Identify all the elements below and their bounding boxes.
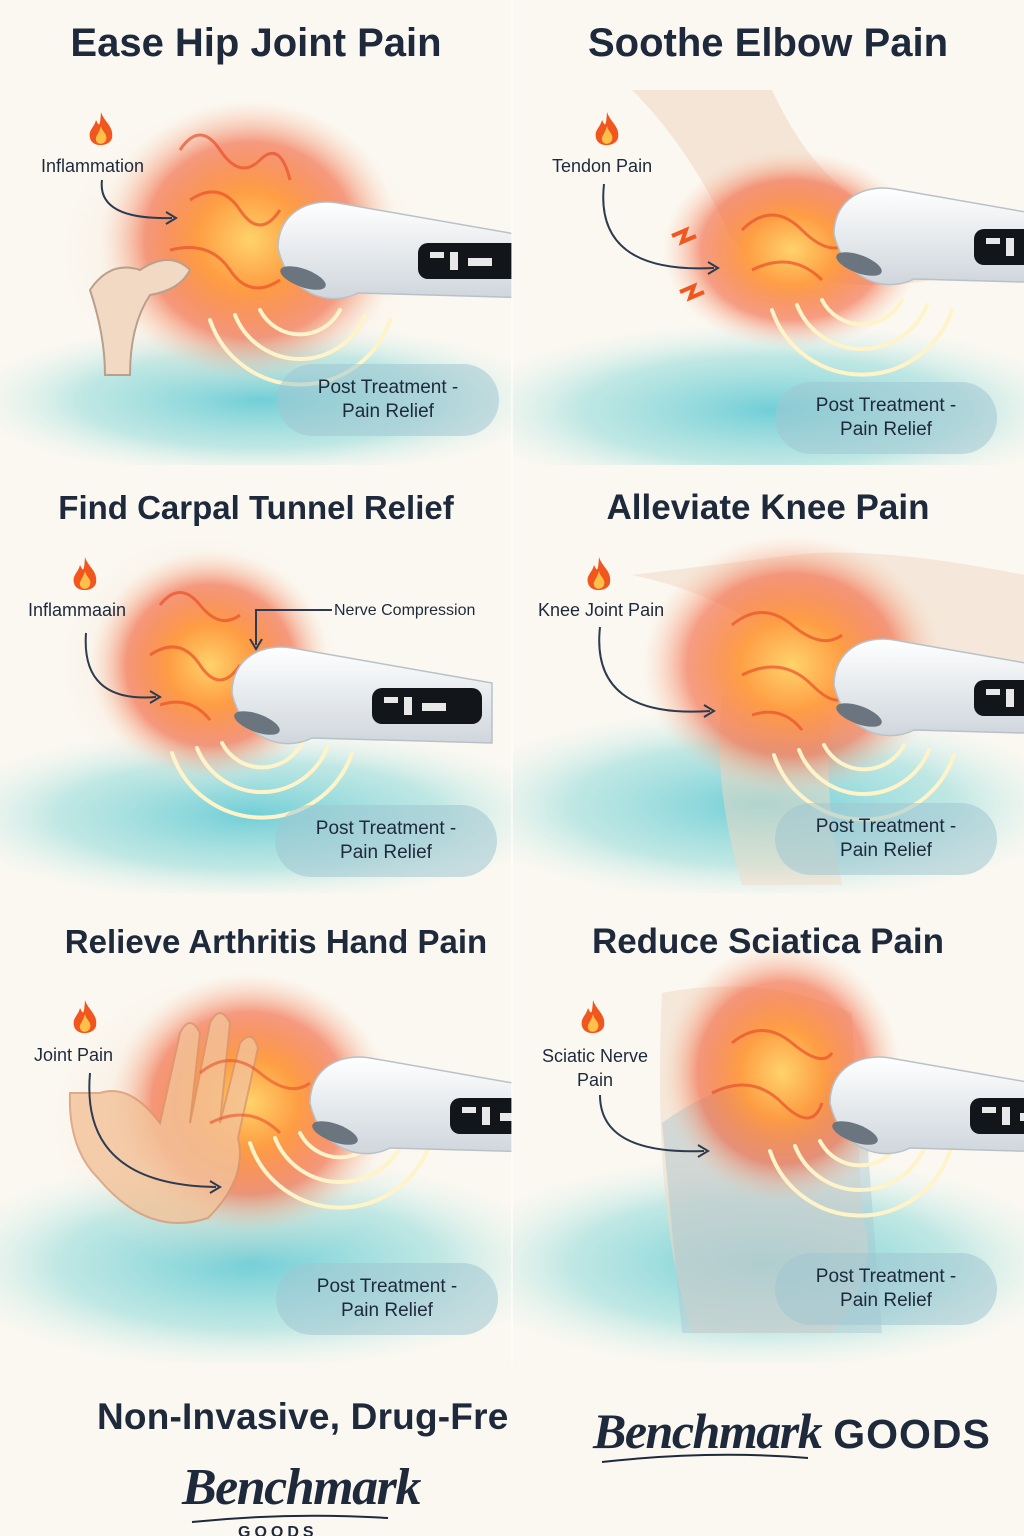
callout-line: Pain bbox=[576, 1070, 614, 1090]
tagline: Non-Invasive, Drug-Fre bbox=[97, 1396, 509, 1437]
panel-hip: Ease Hip Joint Pain Inflammation Post Tr… bbox=[0, 0, 512, 465]
panel-sciatica: Reduce Sciatica Pain Sciatic Nerve Pain … bbox=[512, 893, 1024, 1363]
panel-carpal: Find Carpal Tunnel Relief Inflammaain Ne… bbox=[0, 465, 512, 893]
panel-title: Soothe Elbow Pain bbox=[587, 21, 949, 65]
badge-line: Pain Relief bbox=[840, 419, 932, 440]
callout-label: Sciatic Nerve Pain bbox=[538, 1044, 652, 1092]
brand-logo: Benchmark GOODS bbox=[593, 1402, 991, 1460]
callout-label: Knee Joint Pain bbox=[538, 600, 665, 620]
panel-title: Reduce Sciatica Pain bbox=[591, 922, 945, 961]
callout-label-secondary: Nerve Compression bbox=[334, 602, 476, 619]
panel-knee: Alleviate Knee Pain Knee Joint Pain Post… bbox=[512, 465, 1024, 893]
callout-label: Inflammation bbox=[41, 156, 145, 176]
status-badge: Post Treatment - Pain Relief bbox=[276, 1263, 498, 1335]
callout-line: Sciatic Nerve bbox=[541, 1046, 649, 1066]
badge-line: Pain Relief bbox=[840, 840, 932, 861]
logo-underline bbox=[601, 1453, 809, 1463]
footer bbox=[0, 1363, 1024, 1536]
callout-label: Inflammaain bbox=[28, 600, 127, 620]
panel-title: Ease Hip Joint Pain bbox=[70, 21, 442, 65]
flame-icon bbox=[70, 998, 100, 1043]
panel-title: Find Carpal Tunnel Relief bbox=[58, 489, 454, 526]
status-badge: Post Treatment - Pain Relief bbox=[277, 364, 499, 436]
callout-label: Joint Pain bbox=[34, 1045, 114, 1065]
carpal-illustration bbox=[0, 535, 512, 893]
logo-goods: GOODS bbox=[833, 1411, 991, 1457]
callout-label: Tendon Pain bbox=[552, 156, 653, 176]
flame-icon bbox=[592, 110, 622, 155]
badge-line: Post Treatment - bbox=[815, 1266, 957, 1287]
panel-title: Alleviate Knee Pain bbox=[606, 488, 930, 527]
hip-illustration bbox=[0, 100, 512, 465]
sciatica-illustration bbox=[512, 943, 1024, 1363]
badge-line: Pain Relief bbox=[342, 401, 434, 422]
status-badge: Post Treatment - Pain Relief bbox=[775, 382, 997, 454]
hand-illustration bbox=[0, 973, 512, 1363]
badge-line: Post Treatment - bbox=[317, 377, 459, 398]
flame-icon bbox=[578, 998, 608, 1043]
panel-arthritis: Relieve Arthritis Hand Pain Joint Pain P… bbox=[0, 893, 512, 1363]
flame-icon bbox=[70, 555, 100, 600]
panel-elbow: Soothe Elbow Pain Tendon Pain Post Treat… bbox=[512, 0, 1024, 465]
logo-script: Benchmark bbox=[593, 1403, 823, 1459]
badge-line: Post Treatment - bbox=[316, 1276, 458, 1297]
logo-sub: GOODS bbox=[238, 1524, 318, 1536]
status-badge: Post Treatment - Pain Relief bbox=[775, 803, 997, 875]
status-badge: Post Treatment - Pain Relief bbox=[775, 1253, 997, 1325]
logo-script: Benchmark bbox=[182, 1459, 421, 1516]
flame-icon bbox=[584, 555, 614, 600]
logo-underline bbox=[191, 1514, 389, 1523]
badge-line: Post Treatment - bbox=[815, 816, 957, 837]
badge-line: Pain Relief bbox=[340, 842, 432, 863]
badge-line: Pain Relief bbox=[341, 1300, 433, 1321]
status-badge: Post Treatment - Pain Relief bbox=[275, 805, 497, 877]
badge-line: Post Treatment - bbox=[315, 818, 457, 839]
panel-title: Relieve Arthritis Hand Pain bbox=[64, 923, 488, 960]
panel-divider bbox=[511, 0, 513, 1363]
badge-line: Post Treatment - bbox=[815, 395, 957, 416]
flame-icon bbox=[86, 110, 116, 155]
badge-line: Pain Relief bbox=[840, 1290, 932, 1311]
